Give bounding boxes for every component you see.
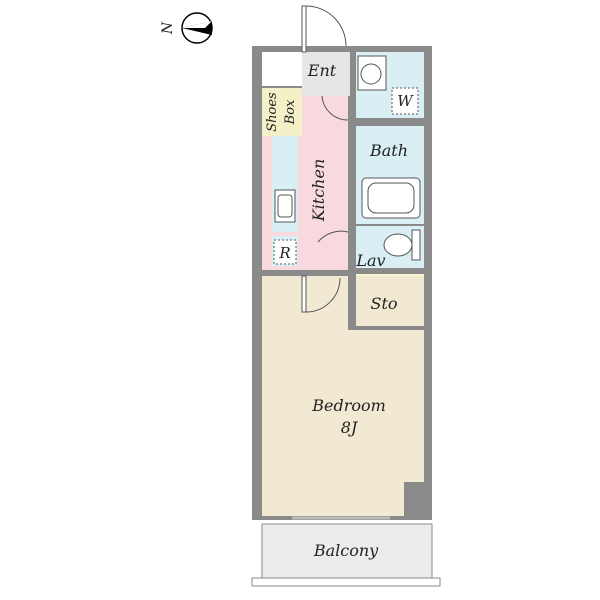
- washer-space: [391, 87, 419, 115]
- entrance-door: [301, 5, 347, 53]
- balcony-rail: [251, 577, 441, 587]
- refrigerator-box: [273, 239, 297, 265]
- lavatory-door: [317, 230, 349, 243]
- shoes-label: Shoes: [265, 92, 280, 132]
- porch-area: [262, 52, 302, 86]
- entrance-label: Ent: [307, 61, 337, 80]
- bedroom-label: Bedroom: [311, 396, 386, 415]
- lavatory-label: Lav: [355, 251, 385, 270]
- washroom-door: [321, 95, 349, 121]
- balcony-area: [261, 523, 433, 581]
- storage-label: Sto: [370, 294, 397, 313]
- bedroom-size-label: 8J: [341, 418, 359, 437]
- washer-label: W: [397, 92, 414, 110]
- north-arrow-icon: [181, 12, 213, 44]
- kitchen-upper-area: [302, 96, 348, 136]
- bathtub-icon: [361, 177, 421, 219]
- shoes-box-area: [262, 88, 302, 136]
- entrance-area: [302, 52, 350, 96]
- north-label: N: [160, 21, 176, 35]
- balcony-label: Balcony: [313, 541, 379, 560]
- bath-label: Bath: [369, 141, 408, 160]
- storage-wall: [348, 276, 356, 326]
- toilet-icon: [383, 229, 421, 261]
- kitchen-sink-icon: [274, 189, 296, 223]
- bedroom-area: [262, 276, 424, 516]
- refrigerator-label: R: [278, 244, 290, 262]
- sink-icon: [357, 55, 387, 91]
- kitchen-label: Kitchen: [309, 159, 328, 223]
- storage-wall-bottom: [348, 326, 424, 330]
- bedroom-door: [301, 275, 341, 313]
- box-label: Box: [283, 99, 298, 125]
